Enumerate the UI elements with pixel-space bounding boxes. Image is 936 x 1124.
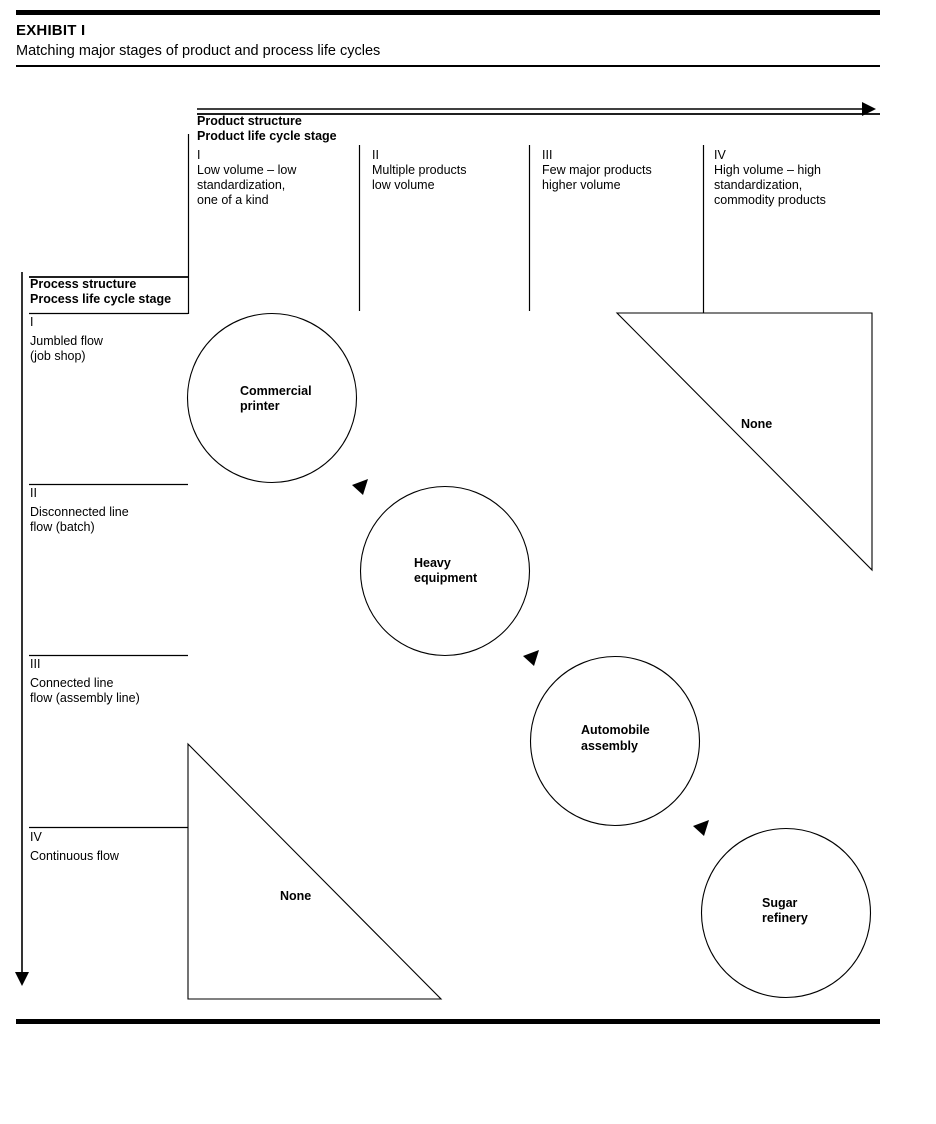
column-header-1: I Low volume – low standardization, one … xyxy=(197,148,297,207)
row-header-2: II Disconnected line flow (batch) xyxy=(29,483,188,534)
sugar-refinery-label-line2: refinery xyxy=(762,911,808,925)
row-2-line-2: flow (batch) xyxy=(30,520,95,534)
column-2-line-1: Multiple products xyxy=(372,163,467,177)
row-3-line-2: flow (assembly line) xyxy=(30,691,140,705)
connector-printer-to-equipment xyxy=(352,479,368,495)
cell-sugar-refinery[interactable]: Sugar refinery xyxy=(700,827,872,999)
row-2-numeral: II xyxy=(30,486,37,500)
product-axis-arrow xyxy=(197,102,876,116)
row-4-numeral: IV xyxy=(30,830,42,844)
automobile-assembly-label-line1: Automobile xyxy=(581,723,650,737)
column-header-4: IV High volume – high standardization, c… xyxy=(714,148,826,207)
process-axis-heading: Process structure Process life cycle sta… xyxy=(29,276,188,306)
heavy-equipment-label-line1: Heavy xyxy=(414,556,451,570)
row-header-4: IV Continuous flow xyxy=(29,826,188,863)
header-bottom-rule xyxy=(16,65,880,67)
column-4-line-1: High volume – high xyxy=(714,163,821,177)
exhibit-subtitle: Matching major stages of product and pro… xyxy=(16,43,381,59)
row-1-numeral: I xyxy=(30,315,33,329)
column-1-line-2: standardization, xyxy=(197,178,285,192)
column-1-line-3: one of a kind xyxy=(197,193,269,207)
commercial-printer-label-line2: printer xyxy=(240,399,280,413)
row-3-numeral: III xyxy=(30,657,40,671)
process-axis-arrow xyxy=(15,272,29,986)
exhibit-header: EXHIBIT I Matching major stages of produ… xyxy=(16,10,880,67)
product-axis-title-line1: Product structure xyxy=(197,114,302,128)
column-1-numeral: I xyxy=(197,148,200,162)
header-top-rule xyxy=(16,10,880,15)
product-axis-title-line2: Product life cycle stage xyxy=(197,129,337,143)
heavy-equipment-label-line2: equipment xyxy=(414,571,478,585)
cell-none-upper-right: None xyxy=(615,312,873,572)
column-1-line-1: Low volume – low xyxy=(197,163,297,177)
process-axis-title-line2: Process life cycle stage xyxy=(30,292,171,306)
row-4-line-1: Continuous flow xyxy=(30,849,120,863)
exhibit-label: EXHIBIT I xyxy=(16,22,86,39)
product-axis-heading: Product structure Product life cycle sta… xyxy=(197,113,880,143)
row-1-line-2: (job shop) xyxy=(30,349,86,363)
column-3-line-2: higher volume xyxy=(542,178,621,192)
column-4-numeral: IV xyxy=(714,148,726,162)
none-upper-right-label: None xyxy=(741,417,772,431)
sugar-refinery-label-line1: Sugar xyxy=(762,896,798,910)
commercial-printer-label-line1: Commercial xyxy=(240,384,312,398)
column-2-numeral: II xyxy=(372,148,379,162)
row-1-line-1: Jumbled flow xyxy=(30,334,104,348)
cell-none-lower-left: None xyxy=(187,742,443,1000)
column-dividers xyxy=(187,134,705,314)
row-2-line-1: Disconnected line xyxy=(30,505,129,519)
cell-commercial-printer[interactable]: Commercial printer xyxy=(186,312,358,484)
column-3-numeral: III xyxy=(542,148,552,162)
automobile-assembly-label-line2: assembly xyxy=(581,739,638,753)
column-3-line-1: Few major products xyxy=(542,163,652,177)
cell-automobile-assembly[interactable]: Automobile assembly xyxy=(529,655,701,827)
row-header-1: I Jumbled flow (job shop) xyxy=(29,312,188,363)
row-header-3: III Connected line flow (assembly line) xyxy=(29,654,188,705)
column-header-3: III Few major products higher volume xyxy=(542,148,652,192)
column-4-line-3: commodity products xyxy=(714,193,826,207)
connector-equipment-to-automobile xyxy=(523,650,539,666)
column-4-line-2: standardization, xyxy=(714,178,802,192)
process-axis-title-line1: Process structure xyxy=(30,277,136,291)
none-lower-left-label: None xyxy=(280,889,311,903)
column-header-2: II Multiple products low volume xyxy=(372,148,467,192)
cell-heavy-equipment[interactable]: Heavy equipment xyxy=(359,485,531,657)
row-3-line-1: Connected line xyxy=(30,676,113,690)
column-2-line-2: low volume xyxy=(372,178,435,192)
footer-rule xyxy=(16,1019,880,1024)
connector-automobile-to-refinery xyxy=(693,820,709,836)
